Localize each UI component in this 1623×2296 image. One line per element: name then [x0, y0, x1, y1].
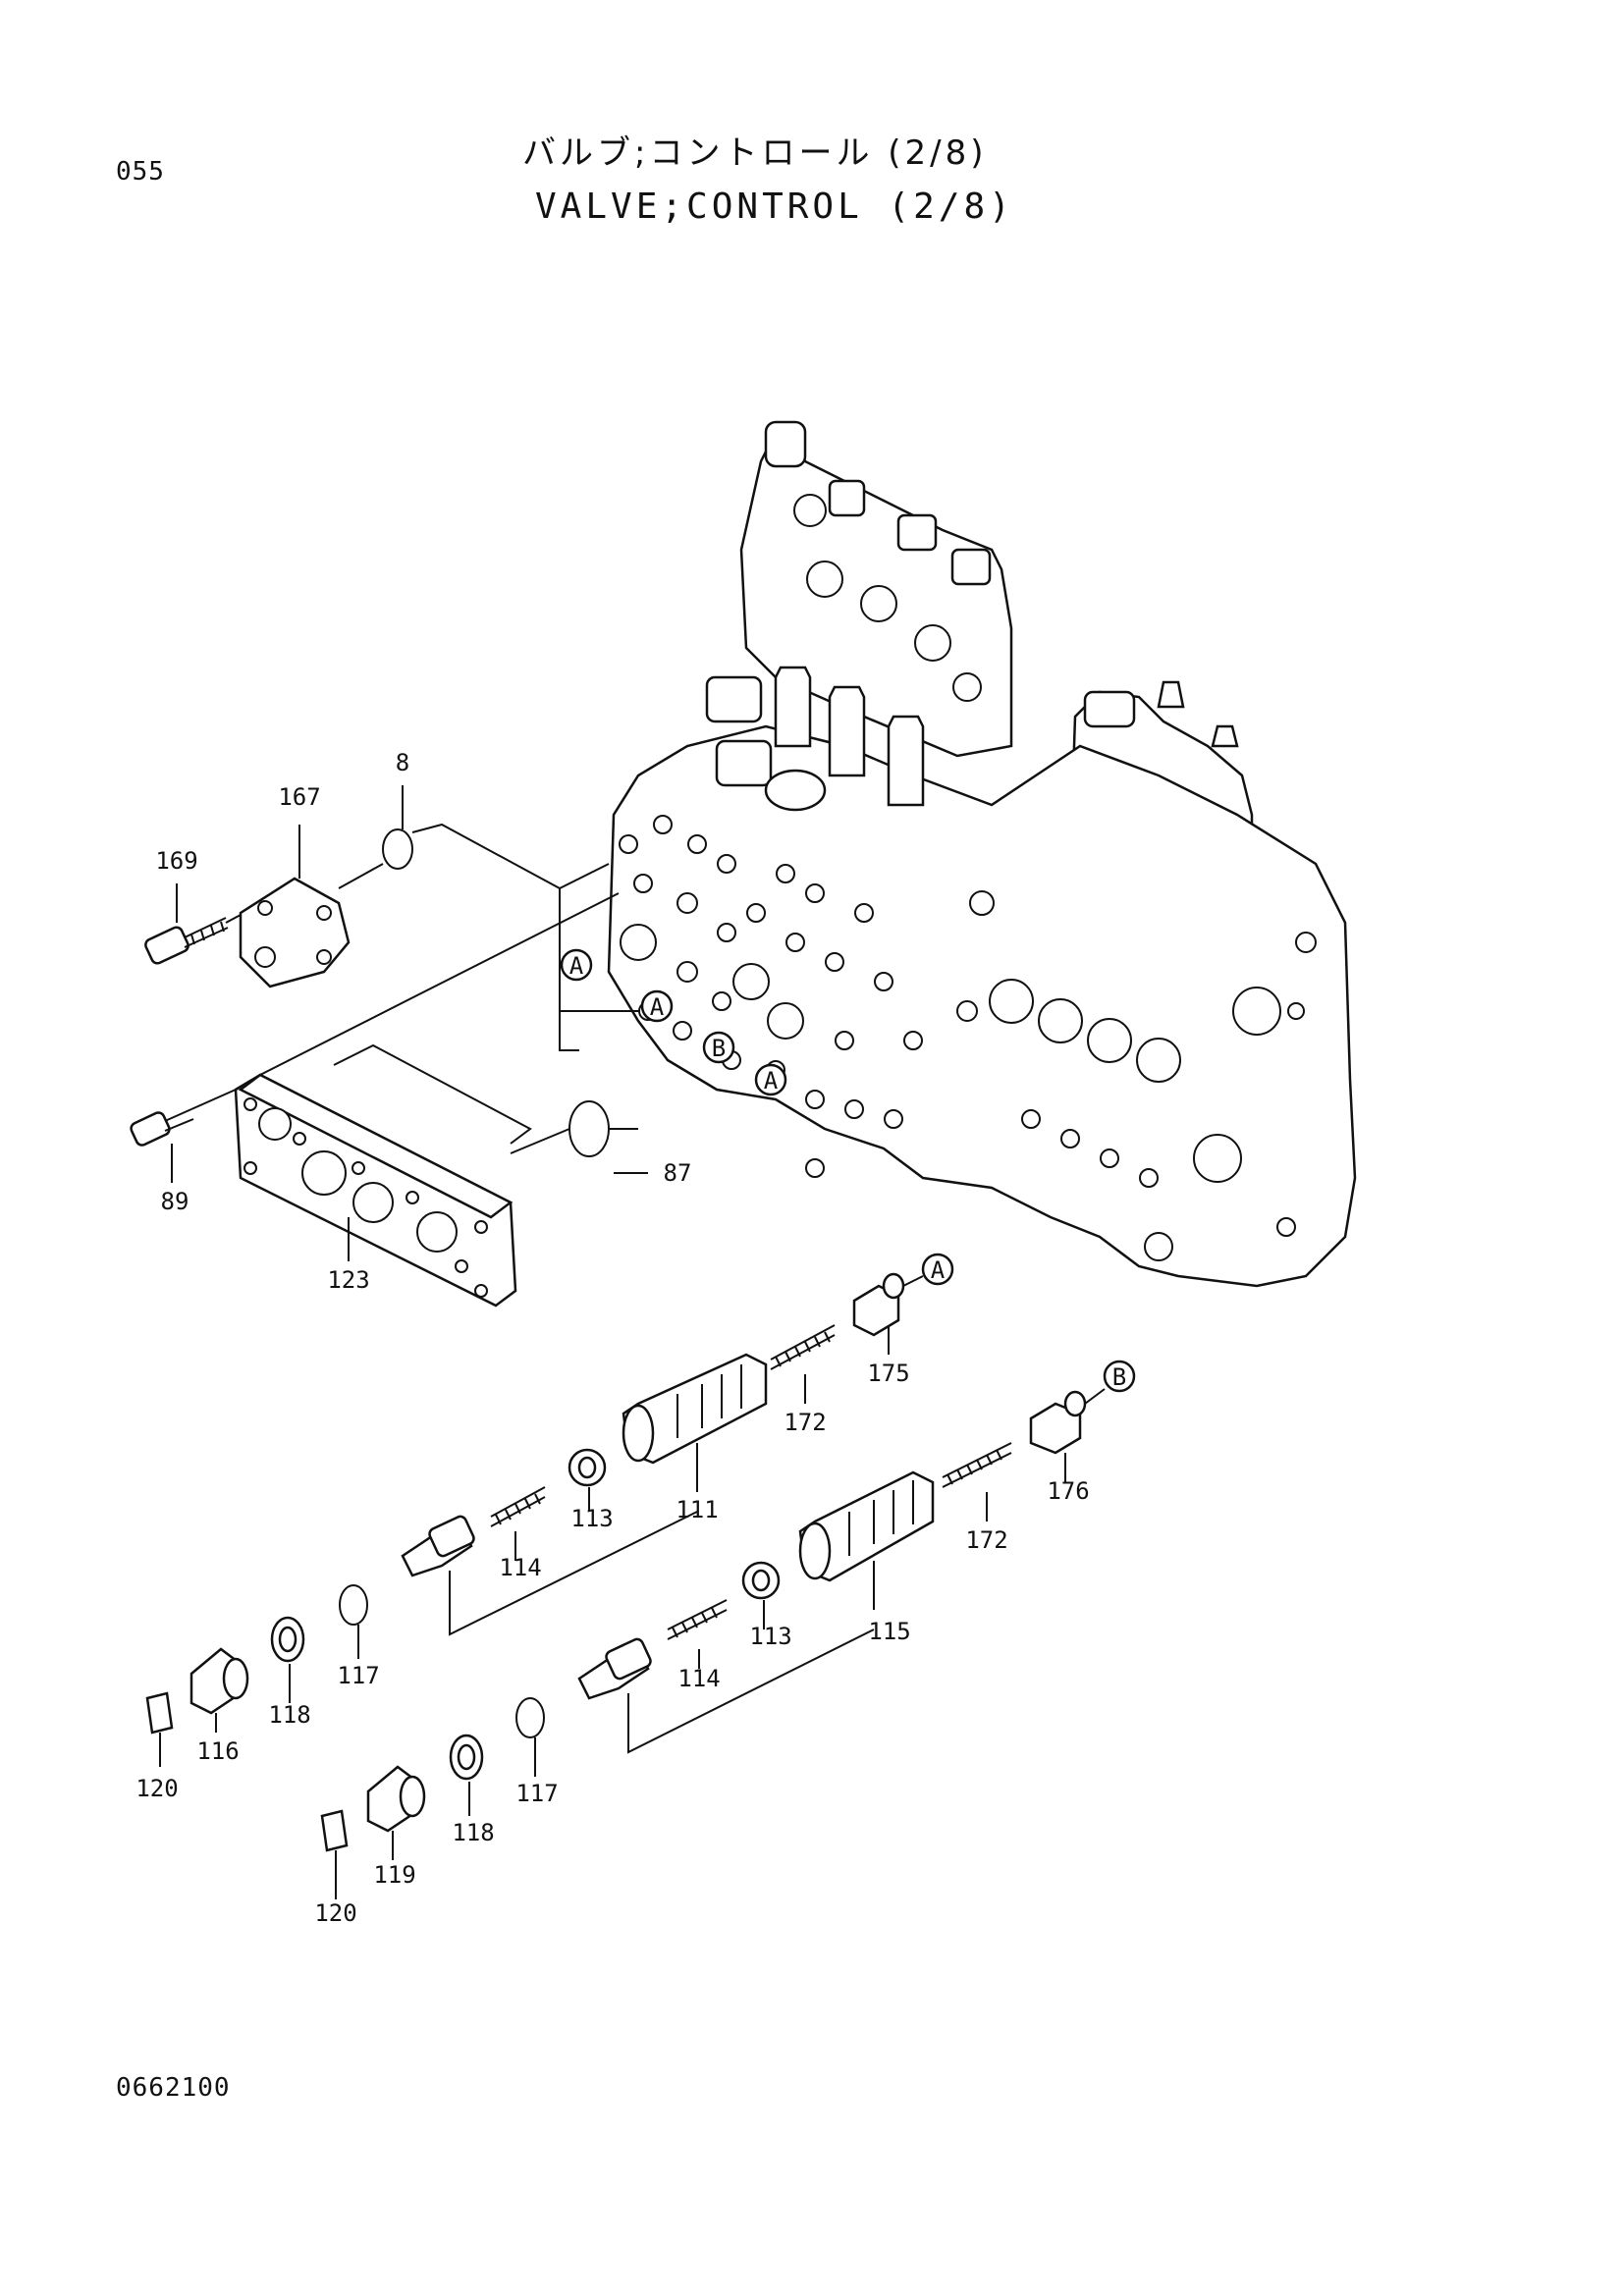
- part-label-172-b: 172: [965, 1526, 1007, 1554]
- part-label-117-b: 117: [515, 1780, 558, 1807]
- part-label-123: 123: [327, 1266, 369, 1294]
- cover-block-123: [234, 1043, 532, 1308]
- part-label-113-b: 113: [749, 1623, 791, 1650]
- part-label-89: 89: [161, 1188, 189, 1215]
- oring-87: [568, 1100, 610, 1157]
- svg-text:A: A: [569, 952, 584, 980]
- connect-lines-mid: [190, 892, 638, 1154]
- svg-text:A: A: [764, 1067, 779, 1095]
- part-label-167: 167: [278, 783, 320, 811]
- part-label-175: 175: [867, 1360, 909, 1387]
- oring-8: [382, 828, 413, 870]
- part-label-115: 115: [868, 1618, 910, 1645]
- connect-lines-top: [225, 823, 638, 1051]
- part-label-120-b: 120: [314, 1899, 356, 1927]
- leader-lines: [159, 785, 1066, 1899]
- part-label-116: 116: [196, 1737, 239, 1765]
- part-label-172-a: 172: [784, 1409, 826, 1436]
- part-label-118-b: 118: [452, 1819, 494, 1846]
- part-labels: 8 167 169 89 123 87 175 172 111 113 114 …: [135, 749, 1089, 1927]
- svg-text:B: B: [1112, 1363, 1126, 1391]
- callout-a-3: A: [754, 1063, 787, 1096]
- page-number: 055: [116, 157, 165, 187]
- part-label-176: 176: [1047, 1477, 1089, 1505]
- bolt-169: [144, 917, 229, 965]
- title-english: VALVE;CONTROL (2/8): [535, 187, 1014, 227]
- title-japanese: バルブ;コントロール (2/8): [522, 133, 988, 173]
- part-label-169: 169: [155, 847, 197, 875]
- part-label-113-a: 113: [570, 1505, 613, 1532]
- part-label-87: 87: [664, 1159, 692, 1187]
- svg-text:A: A: [650, 993, 665, 1021]
- part-label-117-a: 117: [337, 1662, 379, 1689]
- cover-plate-167: [239, 877, 351, 988]
- part-label-111: 111: [676, 1496, 718, 1523]
- callout-a-4: A: [921, 1253, 954, 1286]
- part-label-118-a: 118: [268, 1701, 310, 1729]
- callout-b-2: B: [1103, 1360, 1136, 1393]
- left-face-holes: [619, 815, 923, 1178]
- callout-b-1: B: [702, 1031, 735, 1064]
- control-valve-body: [607, 420, 1357, 1288]
- document-code: 0662100: [116, 2073, 231, 2103]
- callout-a-2: A: [640, 989, 674, 1023]
- svg-text:A: A: [931, 1256, 946, 1284]
- svg-text:B: B: [712, 1035, 726, 1062]
- right-face-ports: [956, 890, 1317, 1261]
- bolt-89: [130, 1108, 194, 1147]
- spool-assembly-lower: [320, 1388, 1106, 1852]
- part-label-114-b: 114: [677, 1665, 720, 1692]
- part-label-8: 8: [396, 749, 409, 776]
- part-label-120-a: 120: [135, 1775, 178, 1802]
- callout-a-1: A: [560, 948, 593, 982]
- part-label-114-a: 114: [499, 1554, 541, 1581]
- spool-assembly-upper: [145, 1272, 924, 1735]
- part-label-119: 119: [373, 1861, 415, 1889]
